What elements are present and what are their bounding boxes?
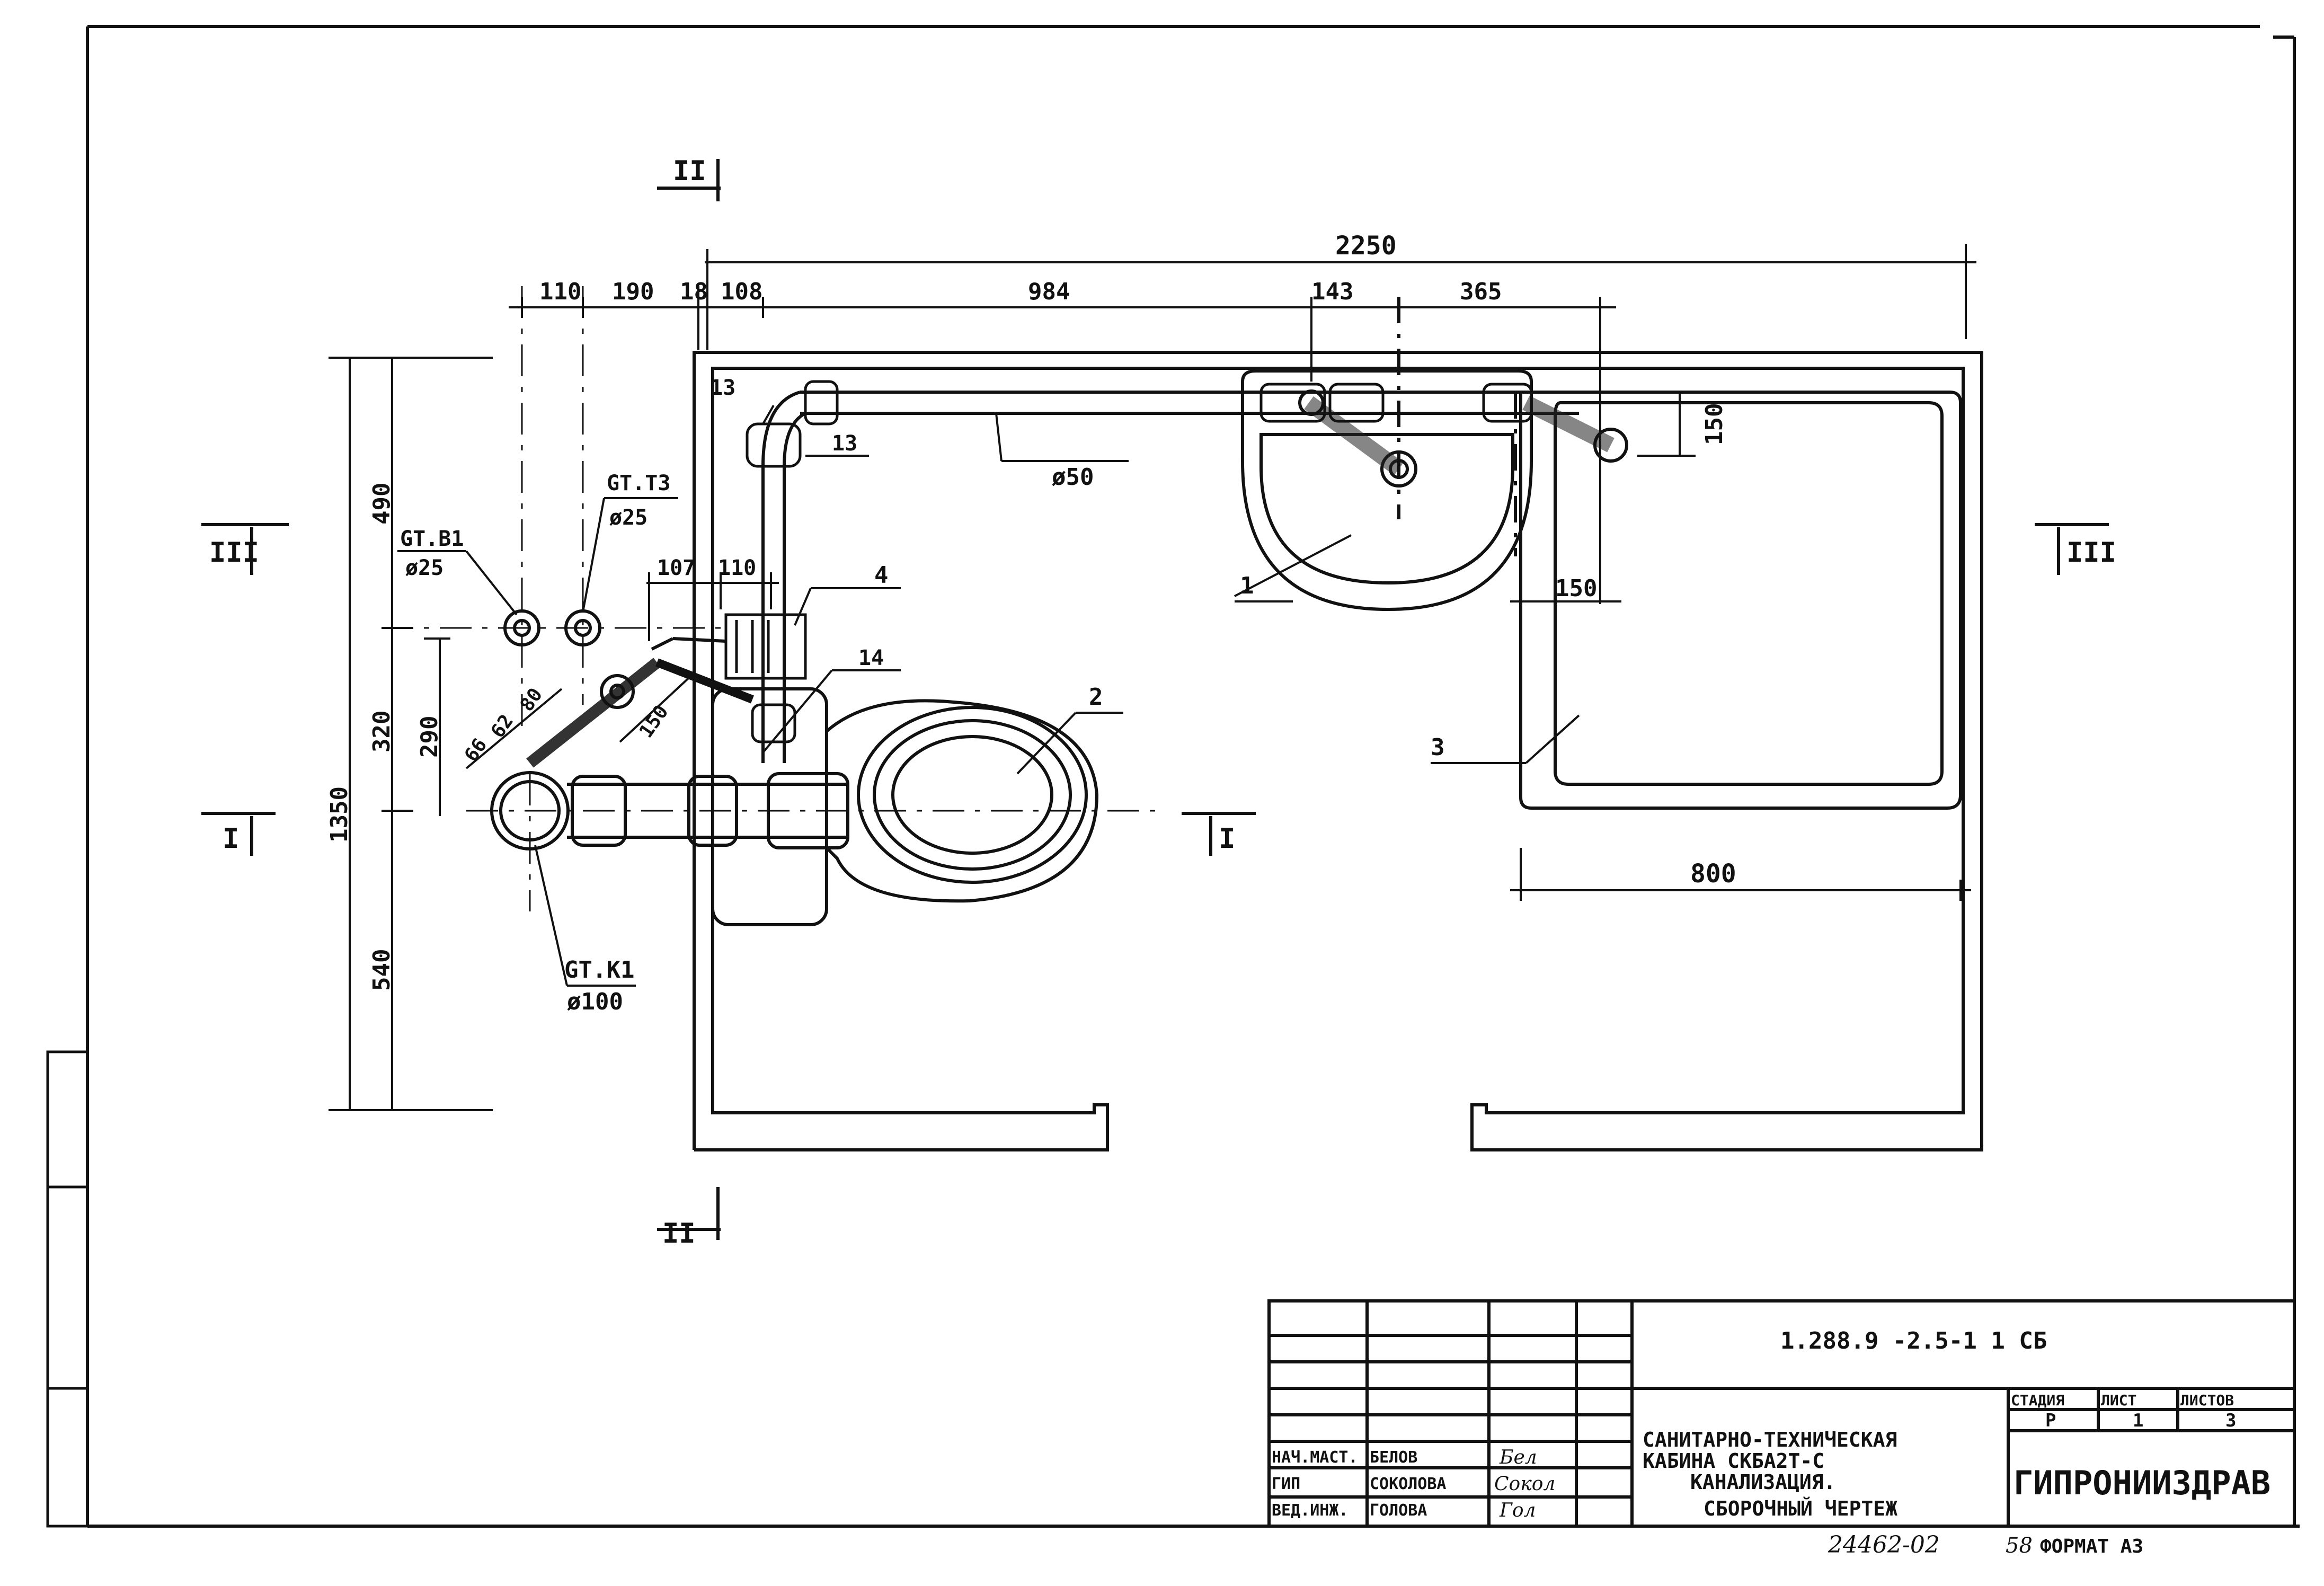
dim-110-b: 110 — [718, 556, 756, 580]
washbasin — [1241, 369, 1533, 612]
section-label-II-bottom: II — [662, 1218, 696, 1250]
dim-190: 190 — [612, 278, 654, 305]
dim-107: 107 — [657, 556, 695, 580]
dimension-texts: 2250 110 190 18 108 984 143 365 150 150 … — [326, 231, 1736, 991]
pipe-dia-50: ø50 — [1052, 464, 1094, 491]
dim-66: 66 — [460, 734, 491, 766]
callout-13-a: 13 — [710, 376, 735, 400]
axis-lines — [382, 286, 1155, 911]
title-block — [1267, 1299, 2296, 1528]
stage-header: СТАДИЯ — [2011, 1392, 2064, 1409]
callout-3: 3 — [1431, 734, 1445, 761]
riser-k1-label: GT.K1 — [564, 956, 634, 984]
dimension-lines — [329, 244, 1976, 1111]
role-2: ГИП — [1272, 1475, 1300, 1493]
callout-4: 4 — [874, 562, 889, 589]
dim-490: 490 — [368, 483, 395, 525]
callout-1: 1 — [1240, 572, 1254, 599]
riser-t3-dia: ø25 — [609, 506, 647, 530]
riser-b1-dia: ø25 — [405, 556, 443, 580]
title-block-texts: 1.288.9 -2.5-1 1 СБ САНИТАРНО-ТЕХНИЧЕСКА… — [1272, 1327, 2270, 1558]
toilet — [711, 687, 1099, 926]
fitting-4 — [724, 613, 807, 680]
dim-800: 800 — [1690, 859, 1736, 889]
section-label-I-right: I — [1219, 823, 1235, 855]
name-2: СОКОЛОВА — [1370, 1475, 1447, 1493]
sheets-value: 3 — [2225, 1410, 2236, 1431]
dim-110: 110 — [539, 278, 581, 305]
archive-number: 24462-02 — [1828, 1531, 1940, 1558]
pipe-fittings — [724, 380, 1533, 743]
pipe-label-texts: ø50 GT.B1 ø25 GT.T3 ø25 GT.K1 ø100 — [400, 464, 1094, 1015]
dim-108: 108 — [721, 278, 762, 305]
riser-k1-dia: ø100 — [567, 988, 623, 1015]
section-label-III-left: III — [209, 537, 259, 569]
signature-1: Бел — [1499, 1447, 1537, 1468]
dim-984: 984 — [1028, 278, 1070, 305]
title-line-2: КАБИНА СКБА2Т-С — [1643, 1449, 1824, 1473]
callout-14: 14 — [858, 646, 884, 670]
dim-150-vertical: 150 — [1701, 403, 1728, 445]
sheet-header: ЛИСТ — [2101, 1392, 2136, 1409]
role-1: НАЧ.МАСТ. — [1272, 1448, 1358, 1467]
organization-name: ГИПРОНИИЗДРАВ — [2013, 1464, 2270, 1502]
dim-150-diagonal: 150 — [635, 701, 673, 742]
signature-3: Гол — [1499, 1500, 1536, 1521]
dim-365: 365 — [1460, 278, 1502, 305]
dim-143: 143 — [1311, 278, 1353, 305]
dim-62: 62 — [487, 711, 518, 742]
page-number: 58 — [2006, 1534, 2033, 1558]
title-line-1: САНИТАРНО-ТЕХНИЧЕСКАЯ — [1643, 1428, 1897, 1451]
role-3: ВЕД.ИНЖ. — [1272, 1501, 1349, 1520]
name-3: ГОЛОВА — [1370, 1501, 1427, 1520]
section-labels: II II III III I I — [209, 155, 2116, 1250]
stage-value: Р — [2045, 1410, 2056, 1431]
dim-320: 320 — [368, 711, 395, 752]
doc-code: 1.288.9 -2.5-1 1 СБ — [1780, 1327, 2047, 1354]
dim-80: 80 — [516, 684, 547, 715]
side-stamp-box — [46, 1050, 89, 1528]
sheets-header: ЛИСТОВ — [2180, 1392, 2234, 1409]
dim-1350: 1350 — [326, 786, 353, 843]
callout-numbers: 1 2 3 4 13 13 14 — [710, 376, 1445, 761]
leader-lines — [397, 405, 1580, 987]
dim-540: 540 — [368, 949, 395, 991]
sheet-value: 1 — [2133, 1410, 2143, 1431]
title-line-3: КАНАЛИЗАЦИЯ. — [1690, 1470, 1836, 1494]
dim-290: 290 — [416, 716, 443, 758]
title-line-4: СБОРОЧНЫЙ ЧЕРТЕЖ — [1704, 1497, 1897, 1520]
name-1: БЕЛОВ — [1370, 1448, 1417, 1467]
signature-2: Сокол — [1494, 1473, 1555, 1495]
callout-13-b: 13 — [832, 431, 857, 456]
format-label: ФОРМАТ А3 — [2040, 1536, 2143, 1557]
riser-t3-label: GT.T3 — [607, 471, 670, 495]
dim-2250: 2250 — [1335, 231, 1397, 261]
dim-150-horizontal: 150 — [1555, 575, 1597, 602]
section-label-I-left: I — [223, 823, 239, 855]
riser-b1-label: GT.B1 — [400, 527, 464, 551]
section-label-II-top: II — [673, 155, 706, 187]
section-label-III-right: III — [2066, 537, 2116, 569]
dim-18: 18 — [680, 278, 708, 305]
section-markers — [201, 159, 2109, 1240]
cabin-wall-outline — [693, 351, 1983, 1151]
callout-2: 2 — [1089, 684, 1103, 711]
drain-pipe-50 — [761, 297, 1628, 763]
